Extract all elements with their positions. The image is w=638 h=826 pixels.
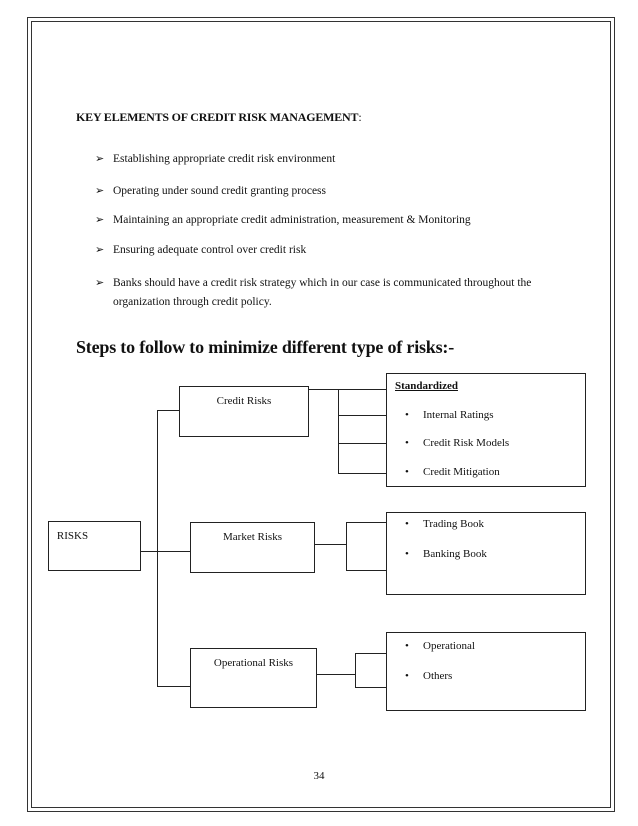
arrow-bullet-icon: ➢	[95, 244, 105, 256]
connector-bracket	[346, 522, 347, 571]
bullet-item: ➢Maintaining an appropriate credit admin…	[95, 211, 565, 230]
bullet-dot-icon: •	[405, 640, 409, 652]
connector-bracket	[355, 653, 356, 688]
bullet-dot-icon: •	[405, 466, 409, 478]
bullet-dot-icon: •	[405, 409, 409, 421]
market-methods-box: •Trading Book •Banking Book	[386, 512, 586, 595]
connector-trunk	[157, 410, 158, 687]
bullet-item: ➢Operating under sound credit granting p…	[95, 182, 565, 201]
connector-line	[315, 544, 346, 545]
connector-line	[157, 686, 190, 687]
bullet-dot-icon: •	[405, 548, 409, 560]
credit-methods-box: Standardized •Internal Ratings •Credit R…	[386, 373, 586, 487]
risks-box: RISKS	[48, 521, 141, 571]
bullet-dot-icon: •	[405, 670, 409, 682]
bullet-item: ➢Ensuring adequate control over credit r…	[95, 241, 565, 260]
connector-line	[338, 443, 386, 444]
steps-heading: Steps to follow to minimize different ty…	[76, 337, 455, 357]
connector-line	[317, 674, 355, 675]
list-item: •Trading Book	[405, 518, 485, 530]
list-item: •Internal Ratings	[405, 409, 494, 421]
arrow-bullet-icon: ➢	[95, 153, 105, 165]
arrow-bullet-icon: ➢	[95, 185, 105, 197]
connector-line	[309, 389, 338, 390]
connector-line	[346, 570, 386, 571]
page-number: 34	[313, 770, 325, 782]
connector-line	[338, 473, 386, 474]
section-heading: KEY ELEMENTS OF CREDIT RISK MANAGEMENT:	[76, 110, 362, 124]
list-item: •Credit Risk Models	[405, 437, 510, 449]
list-item: •Credit Mitigation	[405, 466, 500, 478]
bullet-item: ➢Banks should have a credit risk strateg…	[95, 274, 550, 312]
connector-line	[338, 389, 386, 390]
page-border-outer	[27, 17, 615, 812]
bullet-dot-icon: •	[405, 437, 409, 449]
connector-line	[355, 653, 386, 654]
connector-bracket	[338, 389, 339, 474]
connector-line	[338, 415, 386, 416]
market-risks-box: Market Risks	[190, 522, 315, 573]
connector-line	[355, 687, 386, 688]
arrow-bullet-icon: ➢	[95, 277, 105, 289]
connector-line	[157, 410, 179, 411]
credit-risks-box: Credit Risks	[179, 386, 309, 437]
page-border-inner	[31, 21, 611, 808]
bullet-dot-icon: •	[405, 518, 409, 530]
connector-line	[141, 551, 190, 552]
arrow-bullet-icon: ➢	[95, 214, 105, 226]
operational-methods-box: •Operational •Others	[386, 632, 586, 711]
list-item: •Banking Book	[405, 548, 487, 560]
list-item: •Others	[405, 670, 453, 682]
list-item: •Operational	[405, 640, 475, 652]
operational-risks-box: Operational Risks	[190, 648, 317, 708]
bullet-item: ➢Establishing appropriate credit risk en…	[95, 150, 565, 169]
connector-line	[346, 522, 386, 523]
